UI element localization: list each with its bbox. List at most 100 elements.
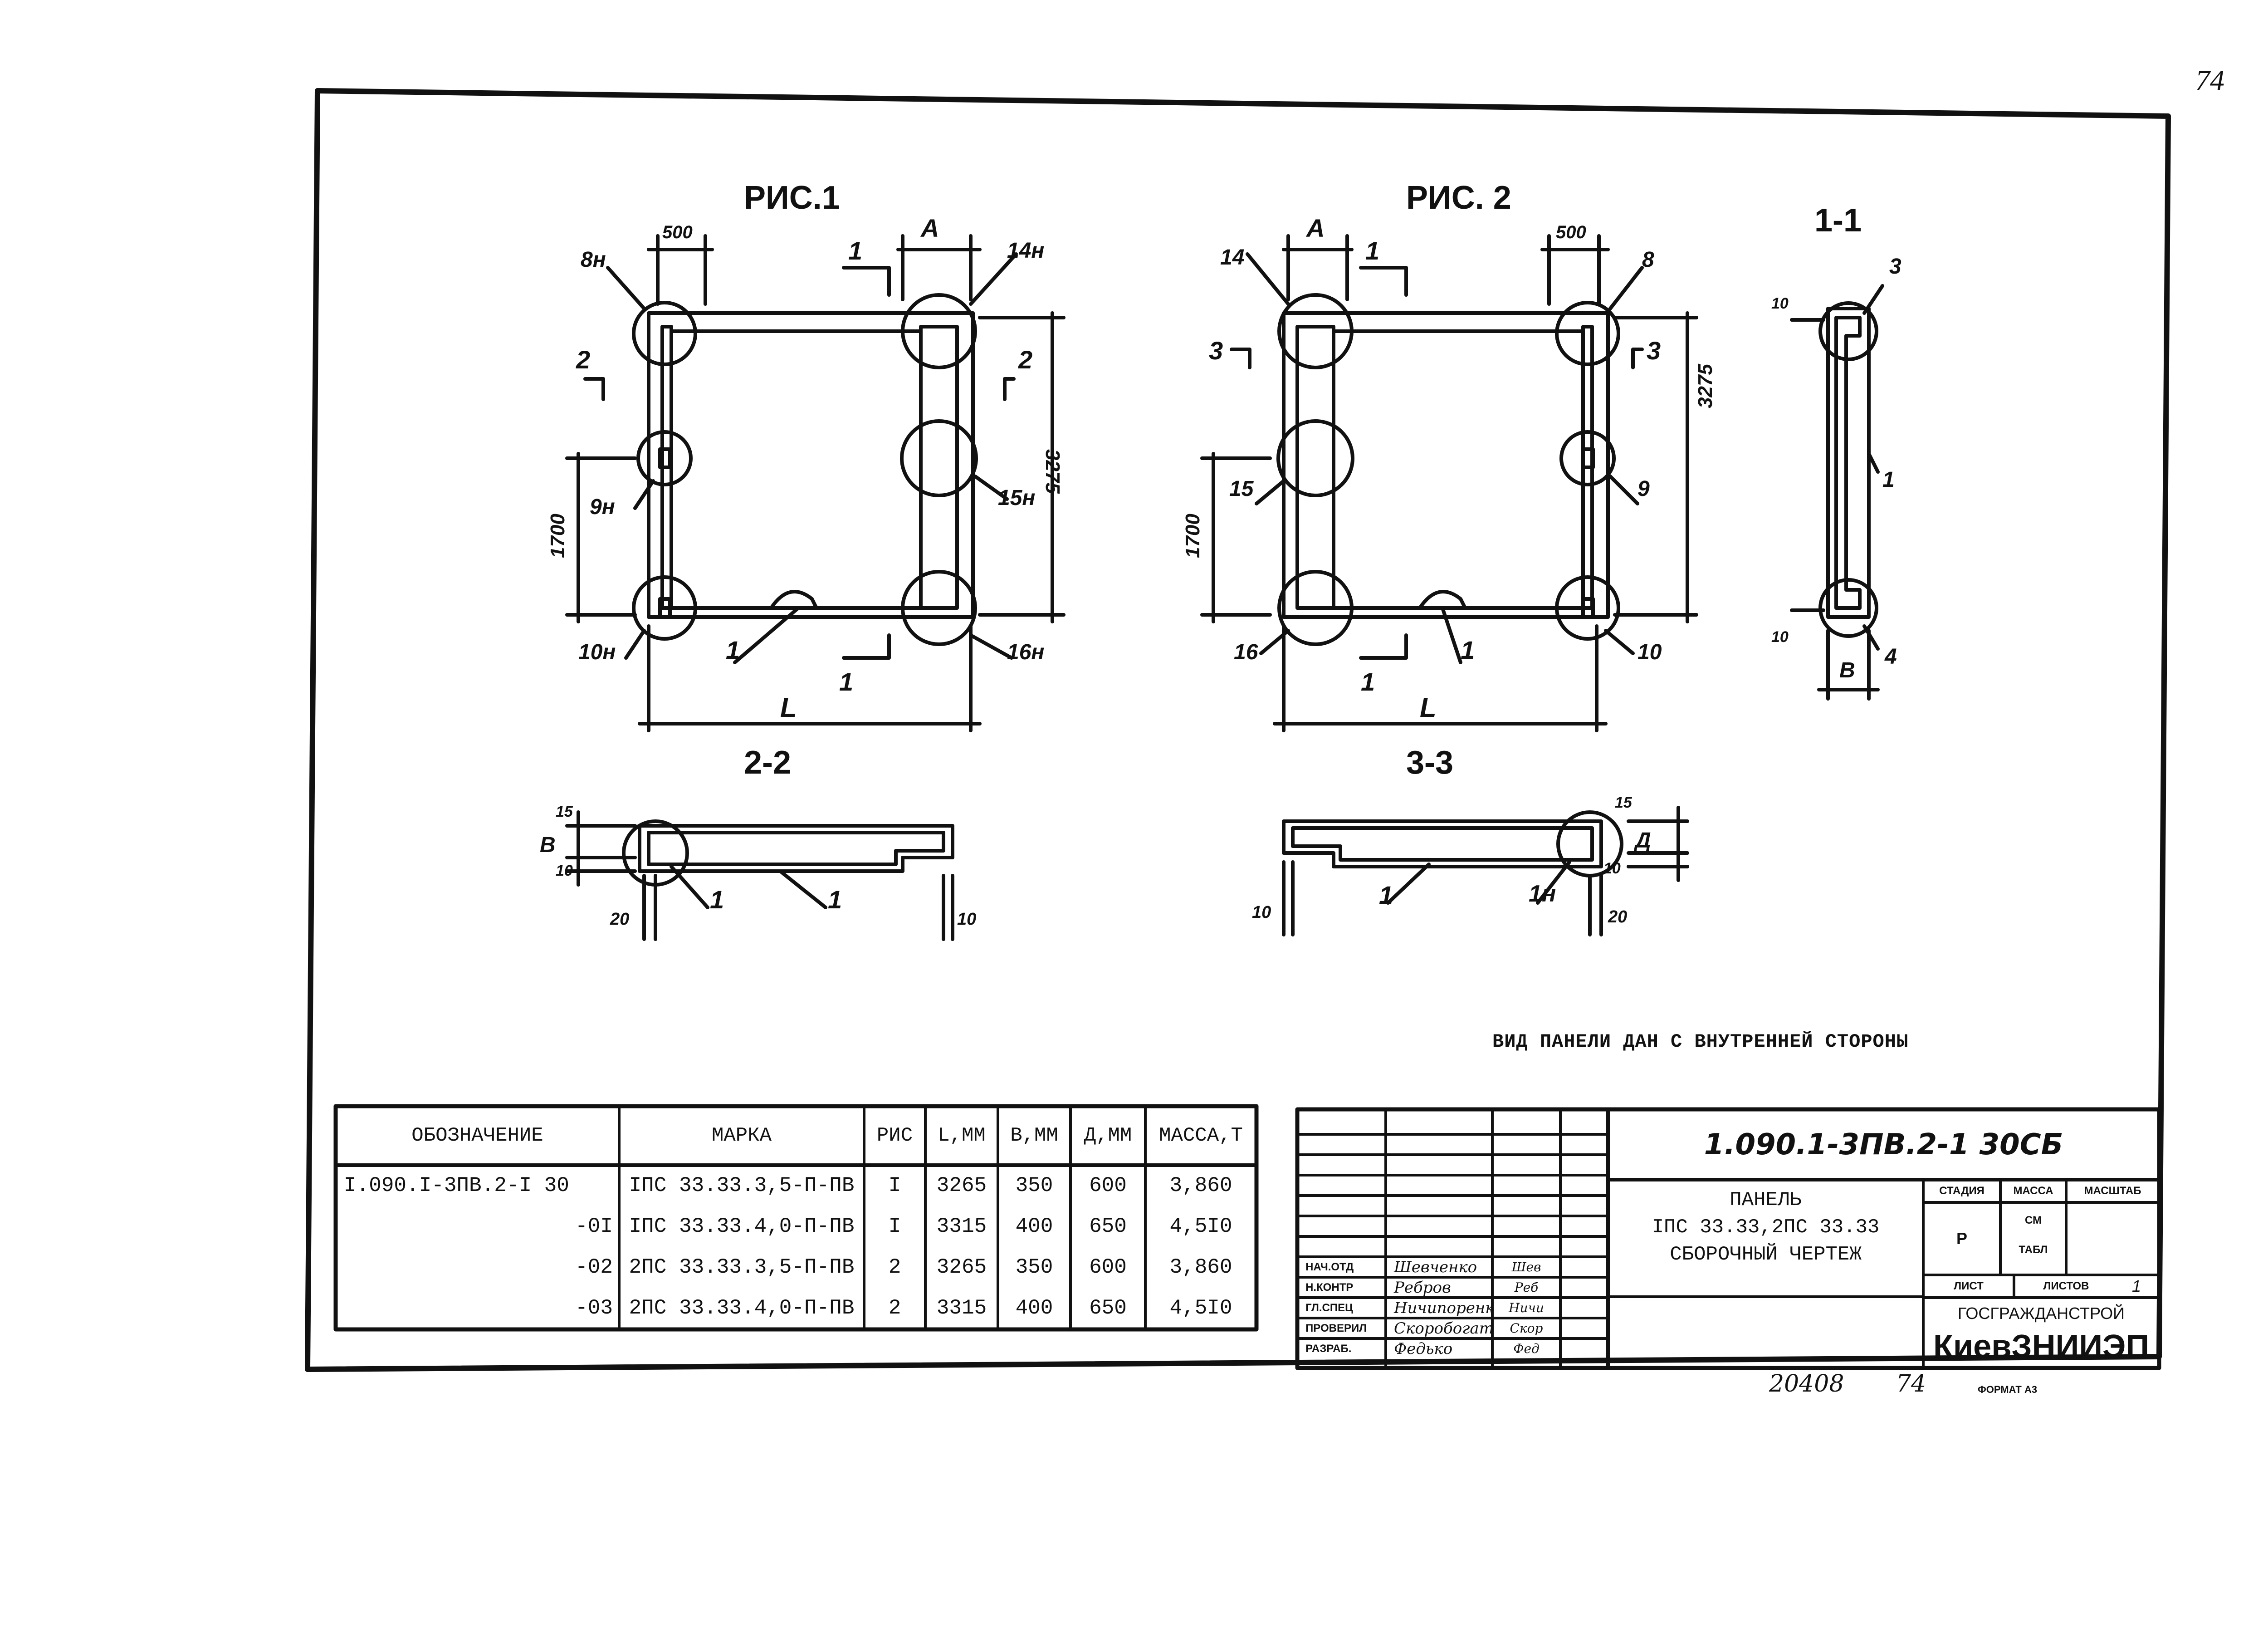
sec22-node-1a: 1	[710, 885, 724, 914]
fig1-dim-3275: 3275	[1041, 449, 1064, 494]
fig1-cut-2-left: 2	[576, 345, 591, 374]
fig1-node-16n: 16н	[1007, 640, 1045, 664]
paper-format: ФОРМАТ А3	[1978, 1384, 2038, 1395]
spec-header-fig: РИС	[876, 1124, 913, 1147]
org-institute: КиевЗНИИЭП	[1933, 1328, 2150, 1365]
role-4: РАЗРАБ.	[1305, 1342, 1352, 1355]
fig1-dim-500: 500	[662, 222, 693, 242]
sec22-dim-15: 15	[556, 803, 573, 820]
fig2-panel	[1200, 234, 1698, 732]
table-row-2-mass: 3,860	[1169, 1255, 1232, 1279]
section-22-title: 2-2	[744, 745, 792, 781]
sec33-dim-15: 15	[1615, 794, 1632, 811]
stage-label: СТАДИЯ	[1939, 1185, 1984, 1197]
fig1-node-10n: 10н	[578, 640, 616, 664]
spec-header-mark: МАРКА	[711, 1124, 772, 1147]
mass-label: МАССА	[2013, 1185, 2053, 1197]
signature-1: Реб	[1514, 1280, 1539, 1295]
fig2-node-8: 8	[1642, 248, 1654, 272]
section-11	[1790, 284, 1884, 701]
sec33-dim-20: 20	[1608, 907, 1628, 926]
stage-value: Р	[1956, 1229, 1967, 1248]
table-row-1-l: 3315	[936, 1215, 987, 1238]
sec33-dim-d: Д	[1635, 828, 1651, 853]
fig2-node-15: 15	[1229, 477, 1254, 501]
sec11-node-3: 3	[1889, 255, 1901, 279]
fig2-dim-3275: 3275	[1694, 364, 1716, 408]
fig1-cut-2-right: 2	[1018, 345, 1033, 374]
view-note: ВИД ПАНЕЛИ ДАН С ВНУТРЕННЕЙ СТОРОНЫ	[1492, 1031, 1909, 1053]
table-row-0-mass: 3,860	[1169, 1174, 1232, 1197]
page-ref: 74	[1896, 1370, 1926, 1397]
person-0: Шевченко	[1394, 1258, 1477, 1276]
fig1-panel	[565, 234, 1066, 732]
fig2-cut-1-bottom: 1	[1361, 667, 1375, 696]
title-name-line2: IПС 33.33,2ПС 33.33	[1652, 1216, 1880, 1239]
table-row-2-fig: 2	[888, 1255, 901, 1279]
fig2-dim-500: 500	[1556, 222, 1586, 242]
sec22-dim-b: B	[540, 833, 556, 857]
fig2-node-10: 10	[1637, 640, 1662, 664]
section-33	[1282, 806, 1689, 936]
sec33-dim-10-left: 10	[1252, 903, 1271, 922]
role-0: НАЧ.ОТД	[1305, 1260, 1354, 1273]
section-22	[565, 810, 954, 941]
table-row-1-d: 650	[1089, 1215, 1127, 1238]
fig2-dim-1700: 1700	[1182, 514, 1204, 558]
sec33-dim-10: 10	[1603, 860, 1621, 877]
table-row-0-d: 600	[1089, 1174, 1127, 1197]
spec-header-l: L,ММ	[938, 1124, 986, 1147]
table-row-0-fig: I	[888, 1174, 901, 1197]
table-row-1-mark: IПС 33.33.4,0-П-ПВ	[629, 1215, 855, 1238]
title-block-grid	[1295, 1107, 2161, 1370]
sec22-dim-20: 20	[610, 910, 630, 929]
sec11-dim-b: B	[1839, 658, 1855, 682]
table-row-2-b: 350	[1015, 1255, 1053, 1279]
inventory-number: 20408	[1769, 1370, 1844, 1397]
fig2-node-1: 1	[1461, 636, 1475, 664]
fig2-cut-3-left: 3	[1209, 336, 1223, 365]
fig1-node-14n: 14н	[1007, 239, 1045, 263]
table-row-3-mass: 4,5I0	[1169, 1296, 1232, 1320]
page-number: 74	[2195, 64, 2224, 96]
title-name-line1: ПАНЕЛЬ	[1730, 1189, 1802, 1211]
sheet-label: ЛИСТ	[1954, 1280, 1984, 1292]
fig1-dim-l: L	[780, 692, 797, 723]
sec11-node-4: 4	[1885, 645, 1897, 669]
table-row-3-designation: -03	[575, 1296, 613, 1320]
role-1: Н.КОНТР	[1305, 1281, 1354, 1294]
signature-3: Скор	[1510, 1321, 1543, 1336]
section-33-title: 3-3	[1406, 745, 1454, 781]
fig2-node-9: 9	[1637, 477, 1650, 501]
table-row-2-l: 3265	[936, 1255, 987, 1279]
fig1-title: РИС.1	[744, 180, 840, 216]
role-2: ГЛ.СПЕЦ	[1305, 1301, 1353, 1314]
table-row-2-d: 600	[1089, 1255, 1127, 1279]
sec33-node-1: 1	[1379, 881, 1393, 909]
spec-header-b: В,ММ	[1010, 1124, 1058, 1147]
spec-header-d: Д,ММ	[1084, 1124, 1132, 1147]
title-name-line3: СБОРОЧНЫЙ ЧЕРТЕЖ	[1670, 1243, 1862, 1266]
signature-4: Фед	[1513, 1341, 1540, 1356]
sec11-dim-10-top: 10	[1771, 295, 1789, 312]
fig1-node-8n: 8н	[581, 248, 606, 272]
fig2-dim-a: A	[1306, 214, 1325, 242]
org-ministry: ГОСГРАЖДАНСТРОЙ	[1957, 1304, 2125, 1323]
fig2-node-16: 16	[1234, 640, 1258, 664]
sec22-node-1b: 1	[828, 885, 842, 914]
sheets-value: 1	[2131, 1277, 2141, 1295]
table-row-3-d: 650	[1089, 1296, 1127, 1320]
person-4: Федько	[1394, 1339, 1453, 1358]
sec22-dim-10: 10	[556, 862, 573, 879]
fig2-cut-1-top: 1	[1365, 236, 1380, 265]
table-row-0-b: 350	[1015, 1174, 1053, 1197]
table-row-2-mark: 2ПС 33.33.3,5-П-ПВ	[629, 1255, 855, 1279]
fig1-cut-1-top: 1	[848, 236, 863, 265]
scale-label: МАСШТАБ	[2084, 1185, 2141, 1197]
fig2-dim-l: L	[1420, 692, 1437, 723]
person-3: Скоробогат	[1394, 1319, 1492, 1338]
mass-value-2: ТАБЛ	[2019, 1244, 2048, 1256]
fig1-node-9n: 9н	[590, 495, 615, 519]
table-row-1-designation: -0I	[575, 1215, 613, 1238]
